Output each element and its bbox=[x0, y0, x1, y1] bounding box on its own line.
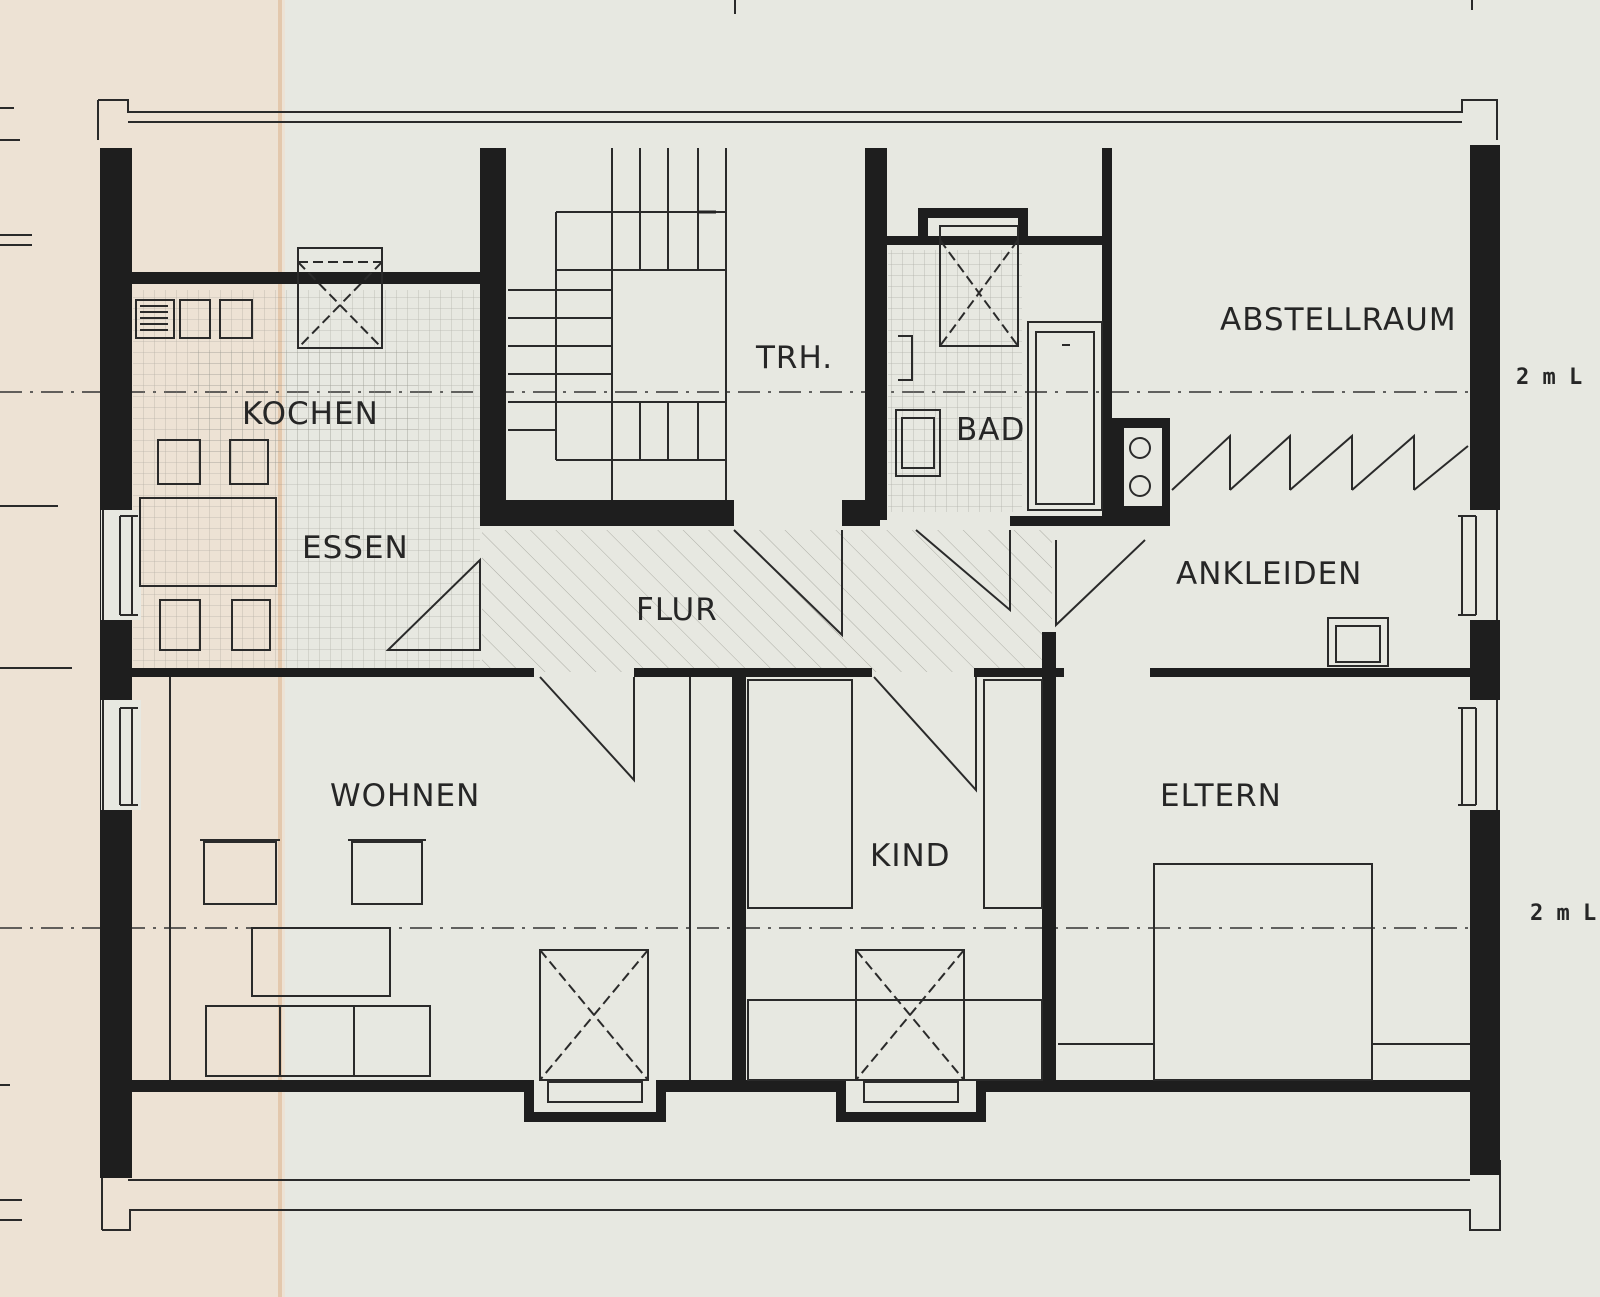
kitchen-furniture bbox=[135, 247, 383, 651]
room-label-wohnen: WOHNEN bbox=[330, 778, 480, 814]
bath-fixtures bbox=[895, 225, 1151, 511]
room-label-ankleiden: ANKLEIDEN bbox=[1176, 556, 1362, 592]
staircase bbox=[508, 148, 727, 500]
windows bbox=[101, 510, 1502, 810]
door-swings bbox=[385, 433, 1469, 793]
height-label-upper: 2 m L bbox=[1516, 365, 1582, 390]
room-label-eltern: ELTERN bbox=[1160, 778, 1282, 814]
parents-furniture bbox=[1058, 617, 1470, 1081]
room-label-abstellraum: ABSTELLRAUM bbox=[1220, 302, 1457, 338]
room-label-bad: BAD bbox=[956, 412, 1025, 448]
walls bbox=[100, 145, 1500, 1178]
child-furniture bbox=[747, 679, 1043, 1103]
living-furniture bbox=[169, 677, 691, 1103]
room-label-kind: KIND bbox=[870, 838, 951, 874]
dimension-frame bbox=[0, 0, 1501, 1231]
bath-tile-floor bbox=[888, 250, 1022, 512]
height-label-lower: 2 m L bbox=[1530, 901, 1596, 926]
hall-hatch-floor bbox=[482, 530, 1052, 672]
room-label-flur: FLUR bbox=[636, 592, 718, 628]
room-label-essen: ESSEN bbox=[302, 530, 409, 566]
room-label-trh: TRH. bbox=[755, 340, 833, 376]
room-label-kochen: KOCHEN bbox=[242, 396, 379, 432]
